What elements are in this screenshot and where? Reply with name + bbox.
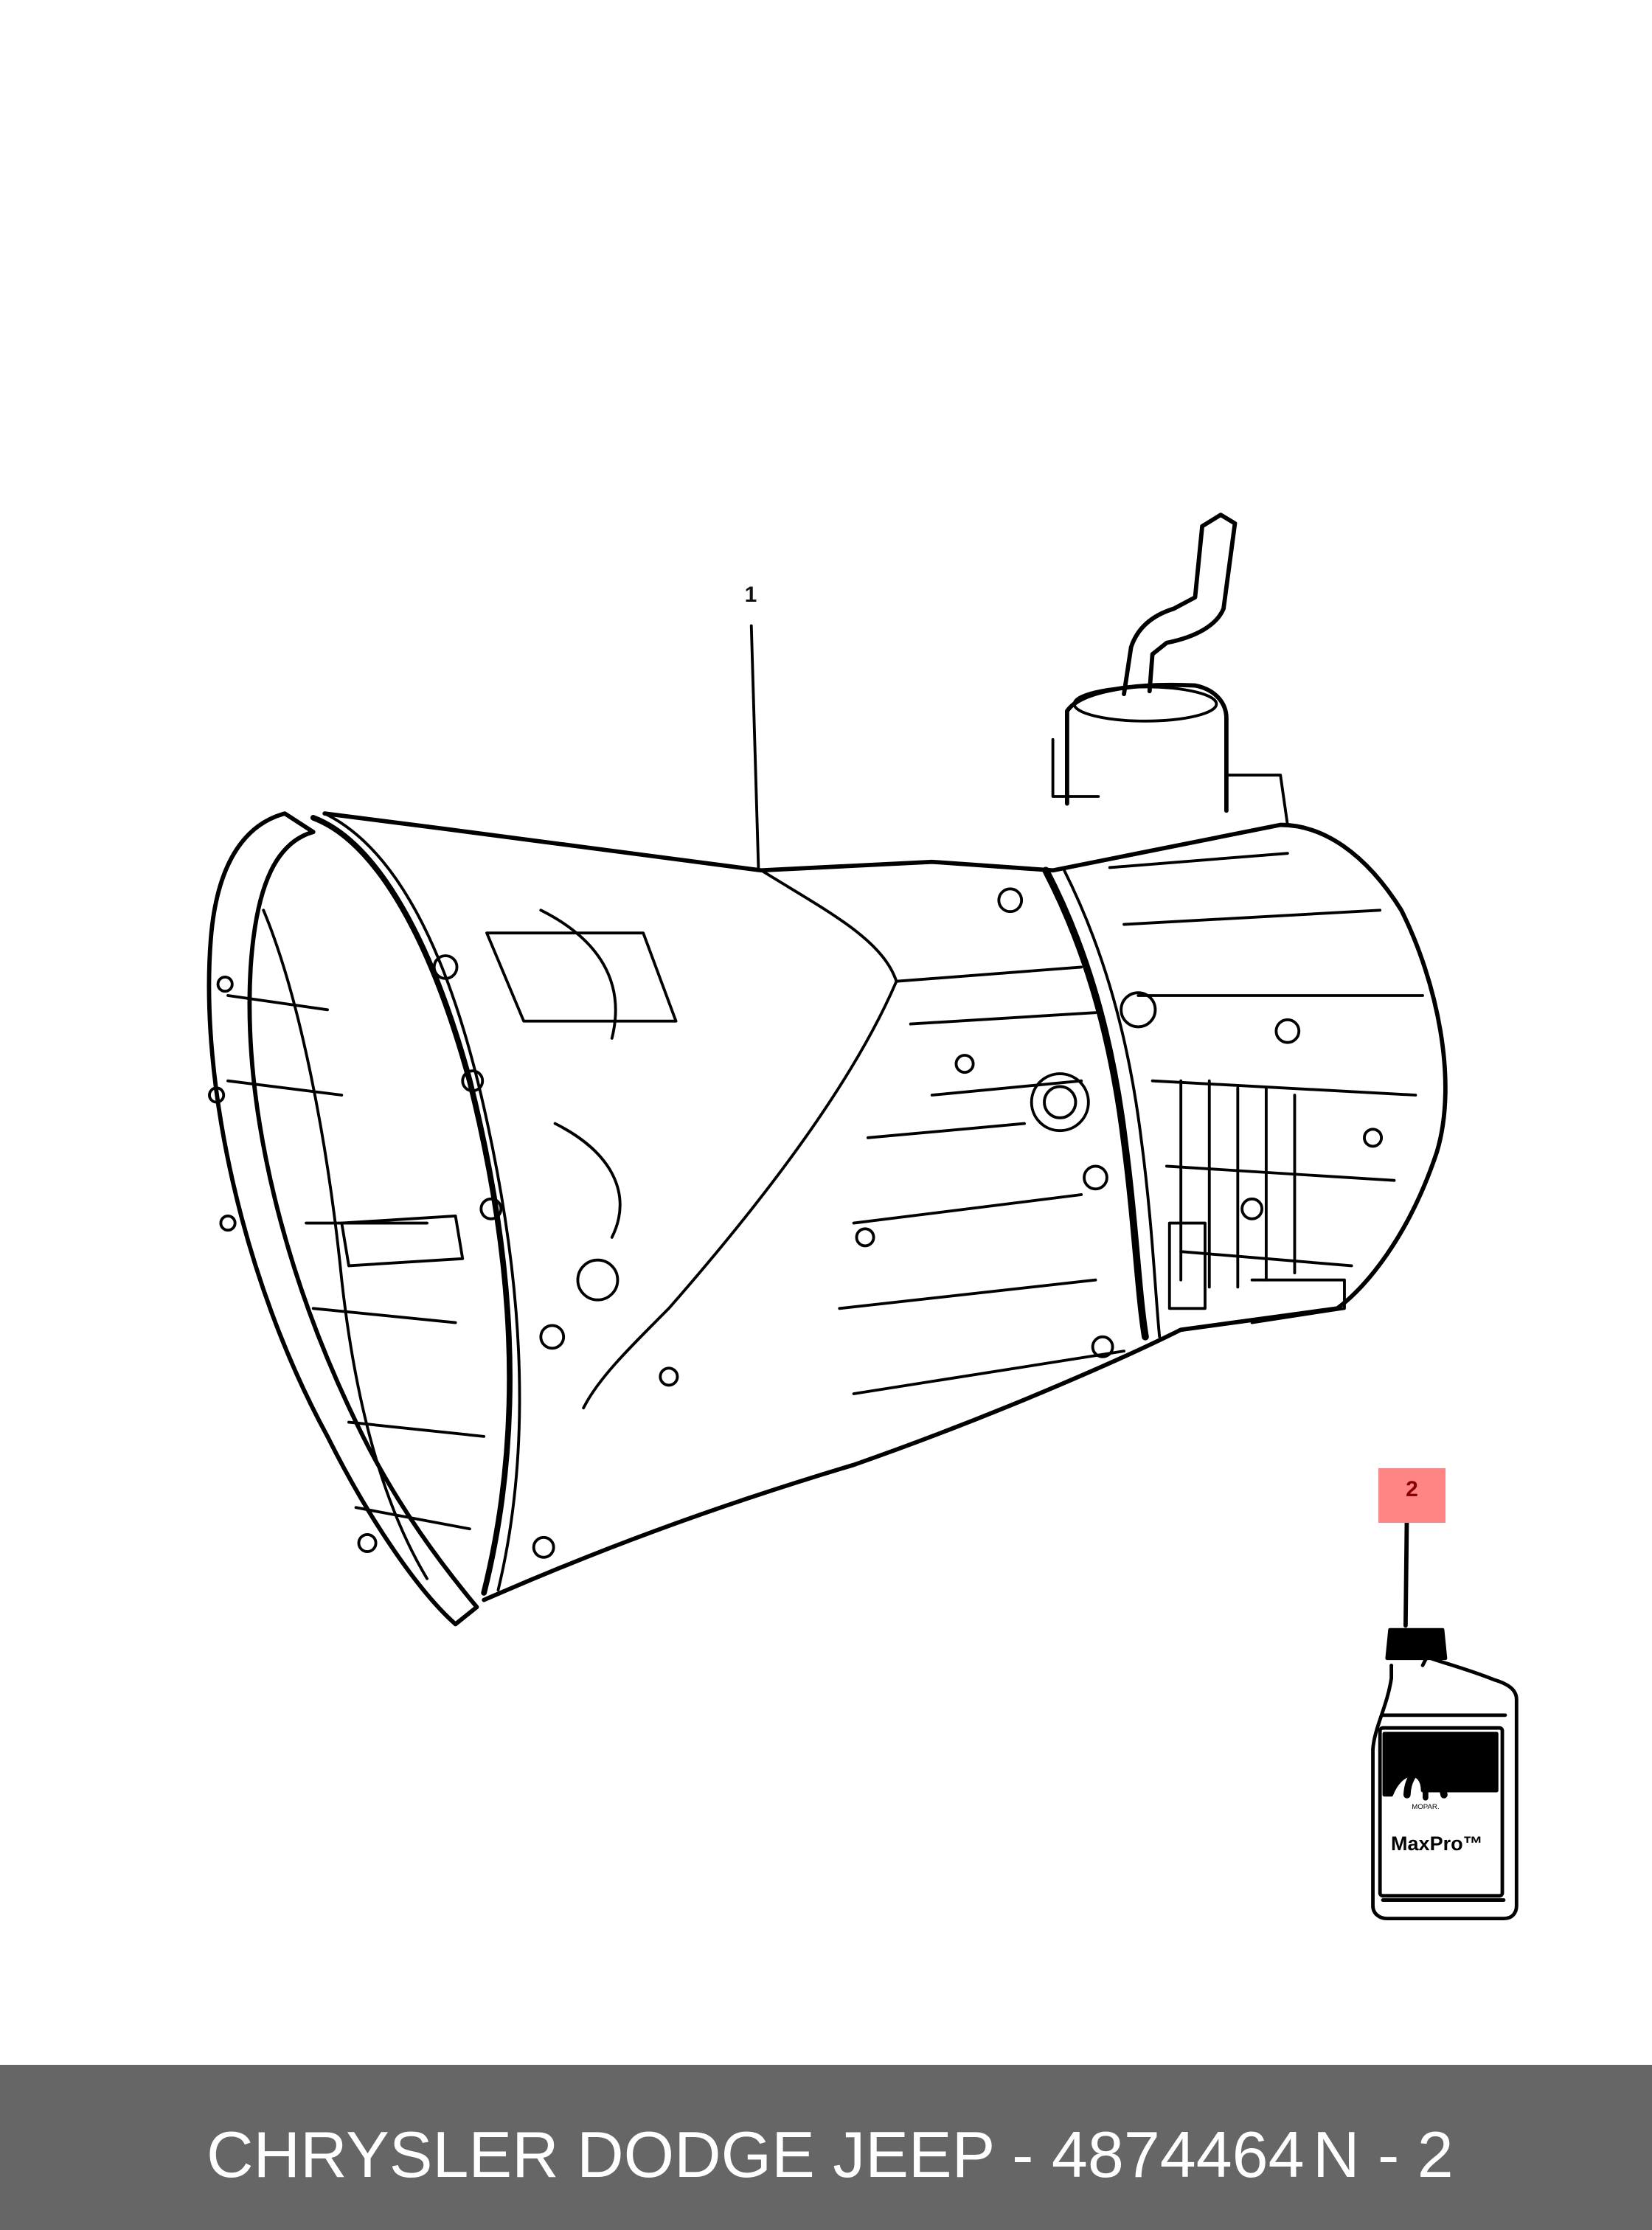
footer-page-number: N - 2 <box>1313 2118 1454 2191</box>
footer-bar: CHRYSLER DODGE JEEP - 4874464 N - 2 <box>0 2065 1652 2230</box>
mopar-logo-text: MOPAR. <box>1412 1803 1439 1811</box>
maxpro-logo-text: MaxPro™ <box>1391 1833 1483 1855</box>
callout-number-2[interactable]: 2 <box>1378 1468 1446 1523</box>
transmission-illustration <box>206 513 1448 1627</box>
callout-number-1[interactable]: 1 <box>744 583 757 607</box>
callout-1-leader <box>749 624 760 869</box>
footer-title: CHRYSLER DODGE JEEP - 4874464 <box>206 2118 1305 2191</box>
fluid-bottle-illustration <box>1371 1498 1519 1921</box>
bolt-heads <box>208 887 1384 1559</box>
